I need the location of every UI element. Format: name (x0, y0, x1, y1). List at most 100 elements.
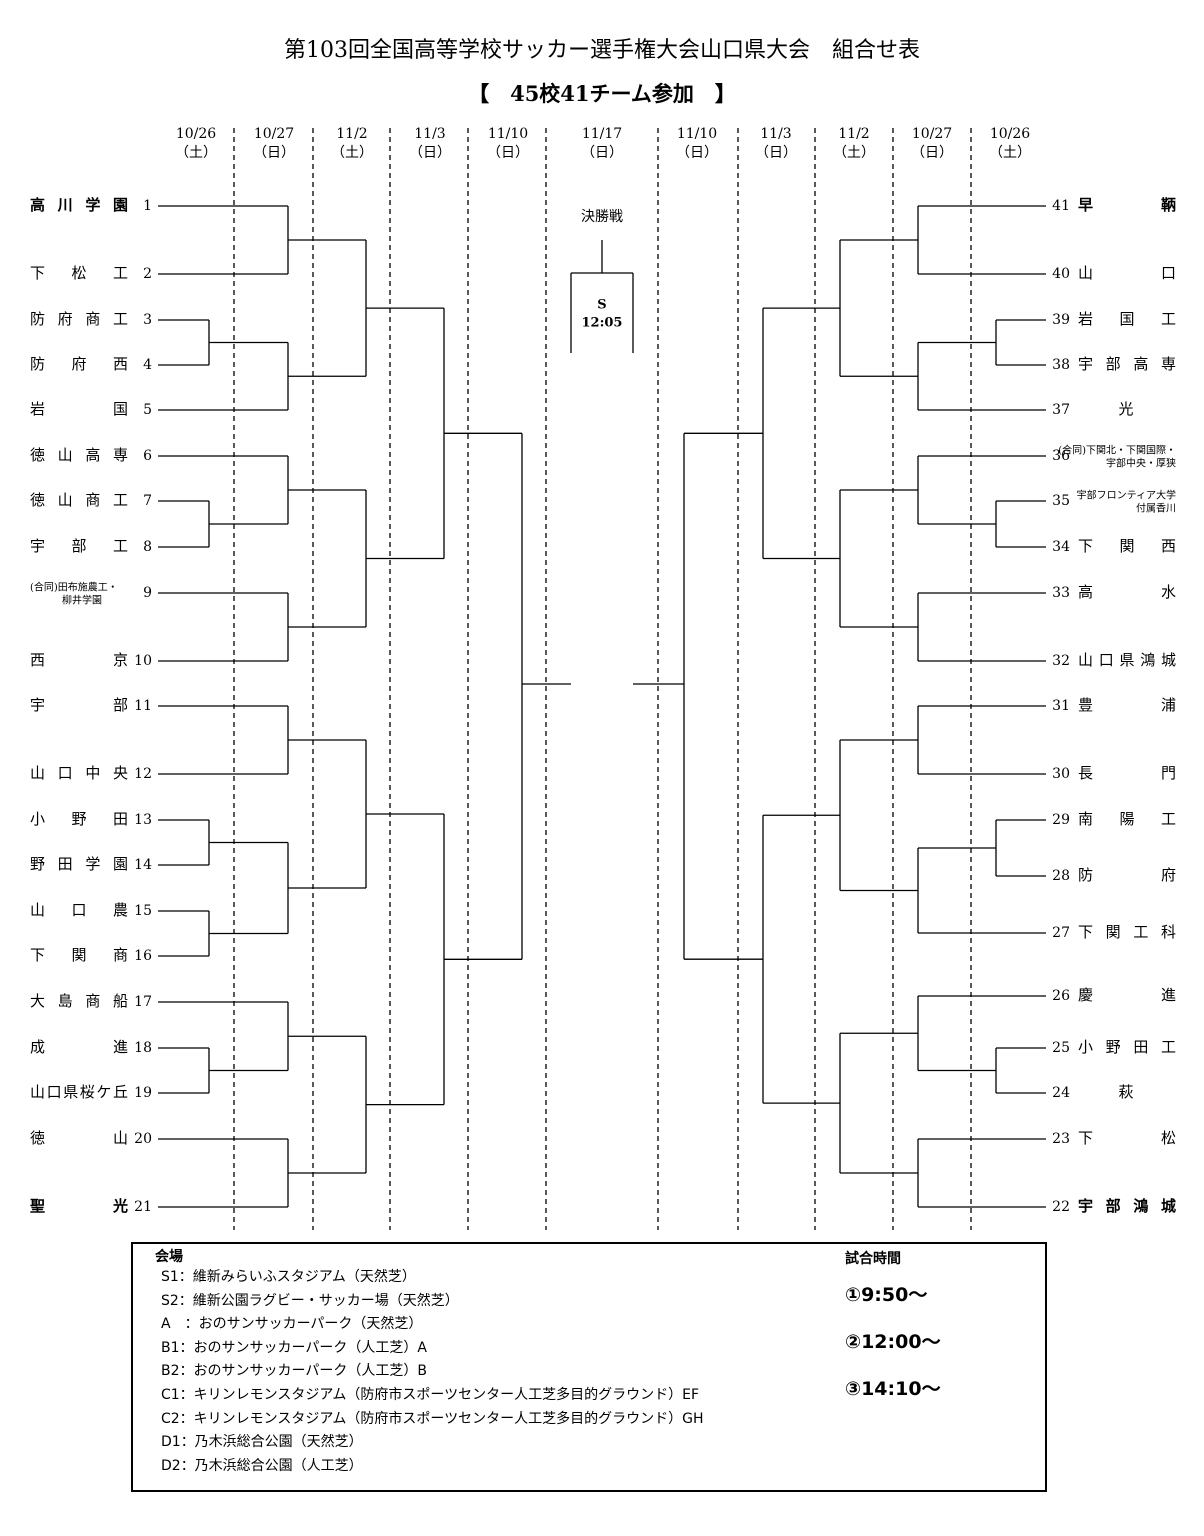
round-day-label: （土） (331, 145, 373, 161)
team-number-left: 2 (143, 266, 152, 282)
team-number-left: 19 (134, 1085, 152, 1101)
team-name-left: 宇部 (30, 696, 128, 714)
team-name-left: 高川学園 (30, 196, 128, 214)
team-number-right: 31 (1052, 698, 1070, 714)
team-name-right: 下関工科 (1078, 923, 1176, 941)
team-name-right: 宇部鴻城 (1078, 1197, 1176, 1215)
round-date-label: 10/26 (990, 126, 1030, 142)
round-date-label: 10/27 (912, 126, 952, 142)
team-name-right: 早鞆 (1078, 196, 1176, 214)
venue-item: D2：乃木浜総合公園（人工芝） (161, 1457, 363, 1474)
team-number-left: 1 (143, 198, 152, 214)
team-number-left: 12 (134, 766, 152, 782)
team-name-left: 徳山商工 (30, 491, 128, 509)
page-title: 第103回全国高等学校サッカー選手権大会山口県大会 組合せ表 (284, 38, 920, 63)
team-number-left: 10 (134, 653, 152, 669)
team-number-right: 26 (1052, 988, 1070, 1004)
team-name-right: 下関西 (1078, 537, 1176, 555)
venue-item: S1：維新みらいふスタジアム（天然芝） (161, 1269, 416, 1285)
round-day-label: （日） (581, 145, 623, 161)
team-name-left: 防府西 (30, 355, 128, 373)
team-number-left: 21 (134, 1199, 152, 1215)
team-number-right: 36 (1052, 448, 1070, 464)
team-name-right: 宇部中央・厚狭 (1106, 457, 1176, 470)
team-name-left: 柳井学園 (62, 594, 102, 607)
team-number-right: 24 (1052, 1085, 1070, 1101)
team-name-right: 山口県鴻城 (1078, 651, 1176, 669)
team-name-left: 宇部工 (30, 537, 128, 555)
match-time-list: ①9:50～ ②12:00～ ③14:10～ (845, 1280, 941, 1421)
team-number-left: 8 (143, 539, 152, 555)
team-name-right: 付属香川 (1136, 502, 1176, 515)
team-number-left: 11 (134, 698, 152, 714)
final-venue-code: S (597, 298, 606, 313)
final-match-label: 決勝戦 (581, 209, 623, 225)
team-name-left: 徳山高専 (30, 446, 128, 464)
round-day-label: （土） (989, 145, 1031, 161)
team-name-left: 防府商工 (30, 310, 128, 328)
team-name-left: 下関商 (30, 946, 128, 964)
team-number-left: 15 (134, 903, 152, 919)
team-number-left: 13 (134, 812, 152, 828)
round-date-label: 10/26 (176, 126, 216, 142)
team-name-left: 山口県桜ケ丘 (30, 1083, 128, 1101)
team-name-right: 慶進 (1078, 986, 1176, 1004)
team-name-left: 西京 (30, 651, 128, 669)
round-date-label: 10/27 (254, 126, 294, 142)
team-name-right: 宇部フロンティア大学 (1077, 489, 1176, 502)
team-name-right: 小野田工 (1078, 1038, 1176, 1056)
team-name-left: 小野田 (30, 810, 128, 828)
team-number-right: 25 (1052, 1040, 1070, 1056)
tournament-bracket: 10/26（土）10/27（日）11/2（土）11/3（日）11/10（日）11… (30, 126, 1176, 1230)
match-time-item: ②12:00～ (845, 1331, 941, 1353)
team-name-left: 成進 (30, 1038, 128, 1056)
team-number-left: 14 (134, 857, 152, 873)
team-number-right: 41 (1052, 198, 1070, 214)
round-date-label: 11/3 (760, 126, 791, 142)
venue-info-box: 会場 S1：維新みらいふスタジアム（天然芝） S2：維新公園ラグビー・サッカー場… (131, 1242, 1047, 1492)
round-day-label: （日） (676, 145, 718, 161)
team-number-left: 18 (134, 1040, 152, 1056)
team-number-left: 4 (143, 357, 152, 373)
team-number-left: 5 (143, 402, 152, 418)
team-name-left: 徳山 (30, 1129, 128, 1147)
venue-item: C1：キリンレモンスタジアム（防府市スポーツセンター人工芝多目的グラウンド）EF (161, 1386, 700, 1403)
team-name-left: 大島商船 (30, 992, 128, 1010)
round-day-label: （日） (409, 145, 451, 161)
team-name-right: (合同)下関北・下関国際・ (1058, 444, 1176, 457)
team-name-right: 豊浦 (1078, 696, 1176, 714)
page-subtitle: 【 45校41チーム参加 】 (468, 81, 736, 106)
team-number-right: 32 (1052, 653, 1070, 669)
team-name-left: 聖光 (30, 1197, 128, 1215)
team-number-right: 35 (1052, 493, 1070, 509)
team-name-right: 高水 (1078, 583, 1176, 601)
team-name-left: (合同)田布施農工・ (30, 581, 118, 594)
team-number-left: 17 (134, 994, 152, 1010)
team-number-right: 28 (1052, 868, 1070, 884)
final-kickoff-time: 12:05 (582, 316, 623, 331)
team-number-left: 7 (143, 493, 152, 509)
round-date-label: 11/2 (838, 126, 869, 142)
venue-item: B1：おのサンサッカーパーク（人工芝）A (161, 1339, 427, 1356)
venue-item: A ：おのサンサッカーパーク（天然芝） (161, 1316, 423, 1333)
team-name-right: 光 (1118, 400, 1133, 418)
round-day-label: （土） (175, 145, 217, 161)
team-name-right: 南陽工 (1078, 810, 1176, 828)
team-name-left: 山口農 (30, 901, 128, 919)
team-number-right: 22 (1052, 1199, 1070, 1215)
team-number-left: 9 (143, 585, 152, 601)
team-number-right: 30 (1052, 766, 1070, 782)
team-name-left: 下松工 (30, 264, 128, 282)
venue-item: B2：おのサンサッカーパーク（人工芝）B (161, 1363, 427, 1380)
team-number-left: 3 (143, 312, 152, 328)
team-number-right: 34 (1052, 539, 1070, 555)
round-date-label: 11/3 (414, 126, 445, 142)
team-name-left: 野田学園 (30, 855, 128, 873)
team-number-left: 20 (134, 1131, 152, 1147)
team-number-right: 29 (1052, 812, 1070, 828)
round-day-label: （日） (253, 145, 295, 161)
match-time-item: ①9:50～ (845, 1284, 928, 1306)
venue-item: D1：乃木浜総合公園（天然芝） (161, 1434, 363, 1451)
round-date-label: 11/2 (336, 126, 367, 142)
venue-list: S1：維新みらいふスタジアム（天然芝） S2：維新公園ラグビー・サッカー場（天然… (161, 1266, 704, 1478)
